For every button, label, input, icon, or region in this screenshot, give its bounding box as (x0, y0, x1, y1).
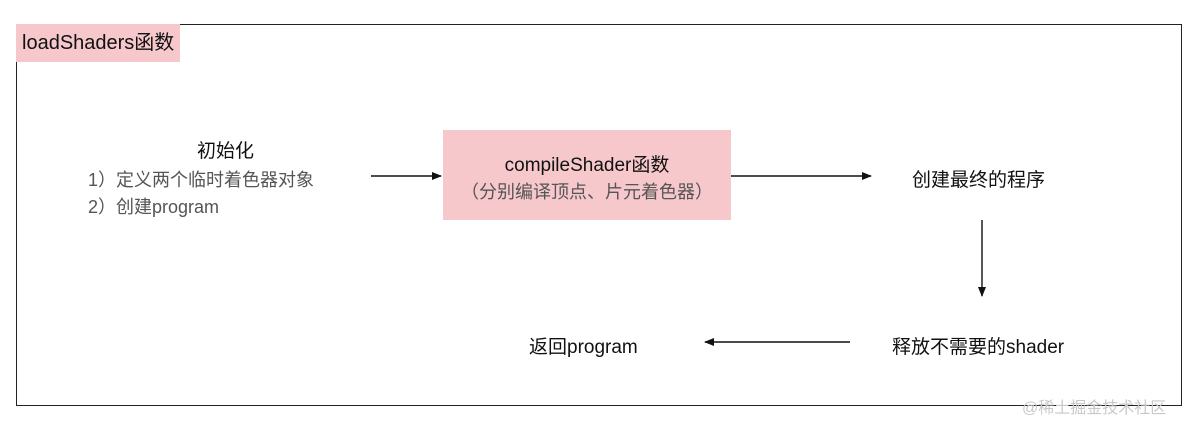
diagram-title: loadShaders函数 (16, 24, 180, 62)
watermark: @稀土掘金技术社区 (1022, 400, 1167, 417)
init-step-2: 2）创建program (88, 197, 220, 217)
compile-title: compileShader函数 (504, 155, 670, 176)
final-program-step: 创建最终的程序 (912, 170, 1046, 191)
init-title: 初始化 (197, 141, 255, 162)
release-shader-step: 释放不需要的shader (892, 337, 1065, 358)
diagram-frame (16, 24, 1182, 406)
compile-subtitle: （分别编译顶点、片元着色器） (461, 182, 713, 202)
return-program-step: 返回program (529, 337, 638, 358)
compile-shader-box: compileShader函数 （分别编译顶点、片元着色器） (443, 130, 731, 220)
init-step-1: 1）定义两个临时着色器对象 (88, 170, 315, 190)
